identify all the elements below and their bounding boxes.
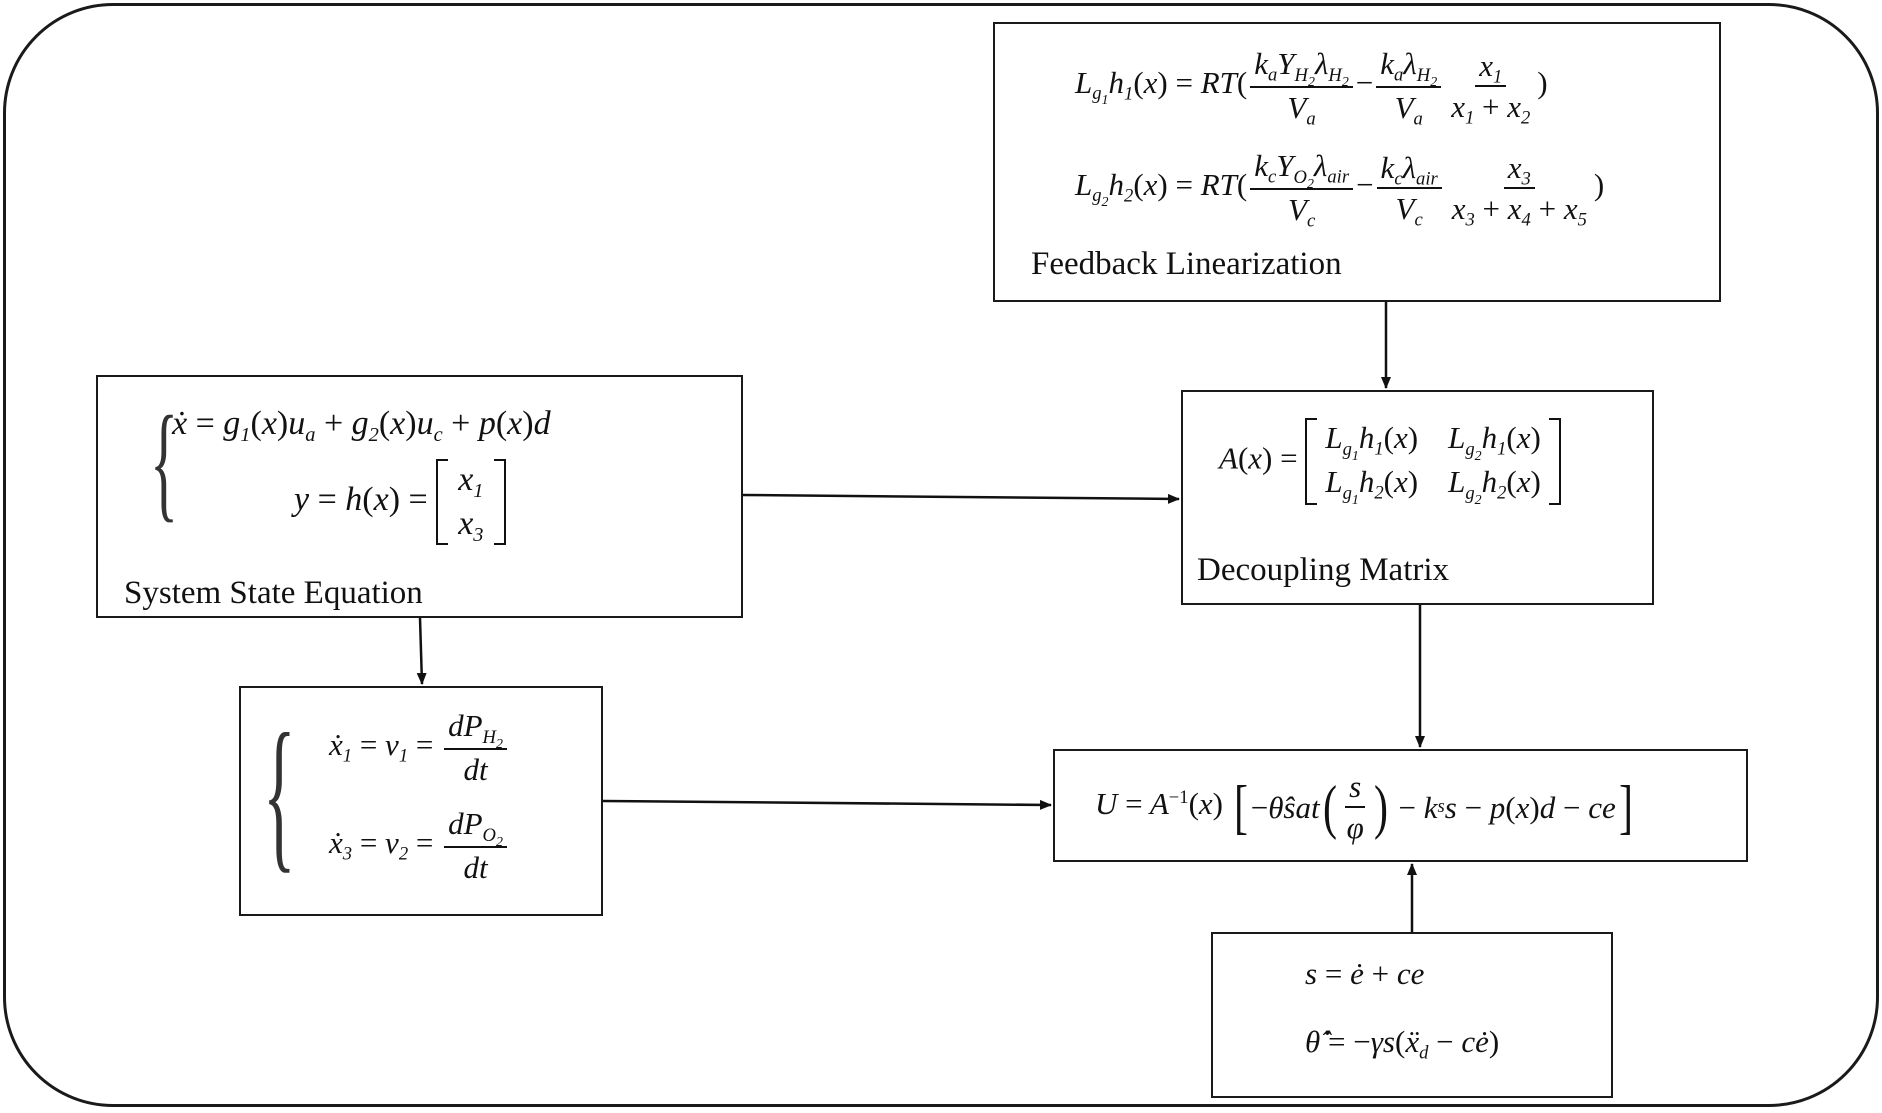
sliding-surface-equation: s = ė + ce (1305, 956, 1425, 991)
decoupling-matrix-box: A(x) = Lg1h1(x) Lg2h1(x) Lg1h2(x) Lg2h2(… (1181, 390, 1654, 605)
arrow-state-to-decoupling (742, 493, 1180, 504)
decoupling-matrix-caption: Decoupling Matrix (1197, 552, 1450, 588)
adaptive-law-equation: θ̂̇ = −γs(ẍd − cė) (1305, 1024, 1500, 1064)
decoupling-matrix-equation: A(x) = Lg1h1(x) Lg2h1(x) Lg1h2(x) Lg2h2(… (1219, 418, 1561, 507)
system-state-equation-caption: System State Equation (124, 575, 423, 611)
system-state-equation-box: { ẋ = g1(x)ua + g2(x)uc + p(x)d y = h(x… (96, 375, 743, 618)
arrow-derivative-to-control (602, 799, 1052, 810)
feedback-linearization-caption: Feedback Linearization (1031, 246, 1342, 282)
state-equation-1: ẋ = g1(x)ua + g2(x)uc + p(x)d (172, 405, 551, 447)
state-equation-brace: { (150, 390, 179, 534)
arrow-state-to-derivative (416, 617, 427, 685)
derivative-brace: { (263, 699, 296, 887)
sliding-surface-box: s = ė + ce θ̂̇ = −γs(ẍd − cė) (1211, 932, 1613, 1098)
outer-frame (3, 3, 1879, 1107)
